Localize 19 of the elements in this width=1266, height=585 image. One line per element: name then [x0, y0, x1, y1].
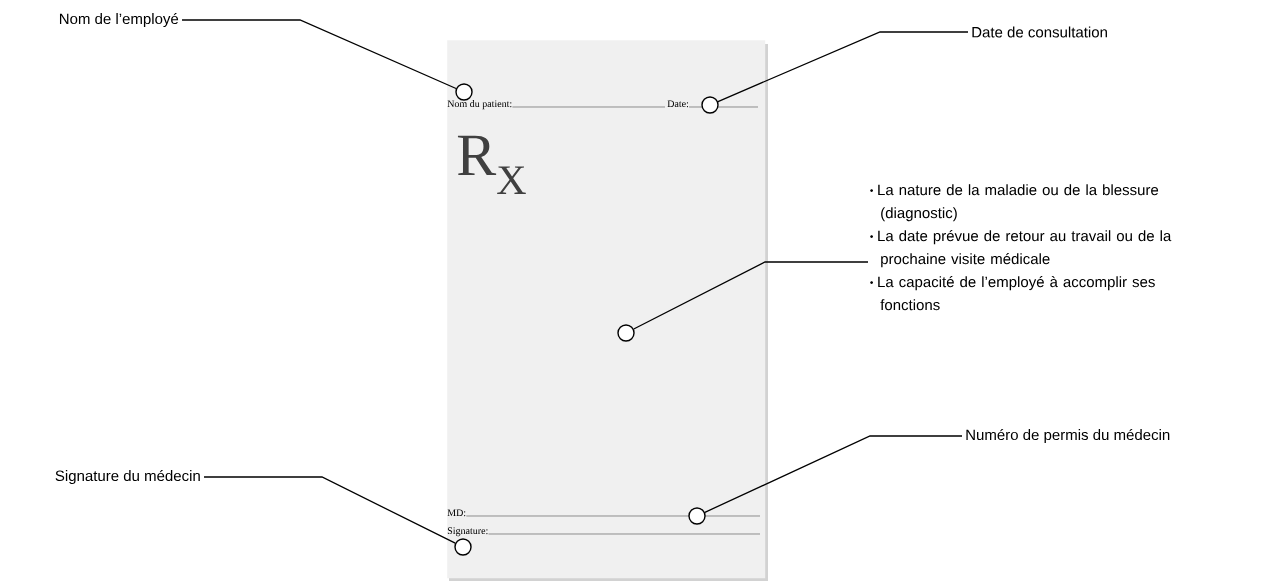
marker-circle [701, 96, 719, 114]
callout-label: Date de consultation [972, 26, 1107, 38]
node-label: La capacité de l’employé à accomplir ses fonctions [878, 276, 1155, 311]
node-label: La nature de la maladie ou de la blessure (diagnostic) [878, 184, 1159, 222]
marker-circle [454, 538, 472, 556]
callout-label: Numéro de permis du médecin [966, 428, 1170, 444]
node-label: La date prévue de retour au travail ou de la prochaine visite médicale [878, 230, 1172, 268]
leader-line [203, 476, 456, 544]
paper-sheet: Nom du patient: Date: R$_{X}$ MD: Signature: [447, 40, 768, 581]
callout-label: Signature du médecin [55, 469, 200, 485]
bullet-list: La nature de la maladie ou de la blessure (diagnostic) La date prévue de retour au travail ou de la prochaine visite médicale La capacité de l’employé à accomplir ses fonctions [870, 184, 1172, 311]
callout-label: Nom de l’employé [60, 12, 179, 28]
leader-line [704, 435, 963, 513]
marker-circle [617, 324, 635, 342]
leader-line [633, 261, 869, 330]
marker-circle [688, 507, 706, 525]
marker-circle [455, 83, 473, 101]
leader-line [717, 31, 969, 103]
leader-line [181, 19, 457, 90]
